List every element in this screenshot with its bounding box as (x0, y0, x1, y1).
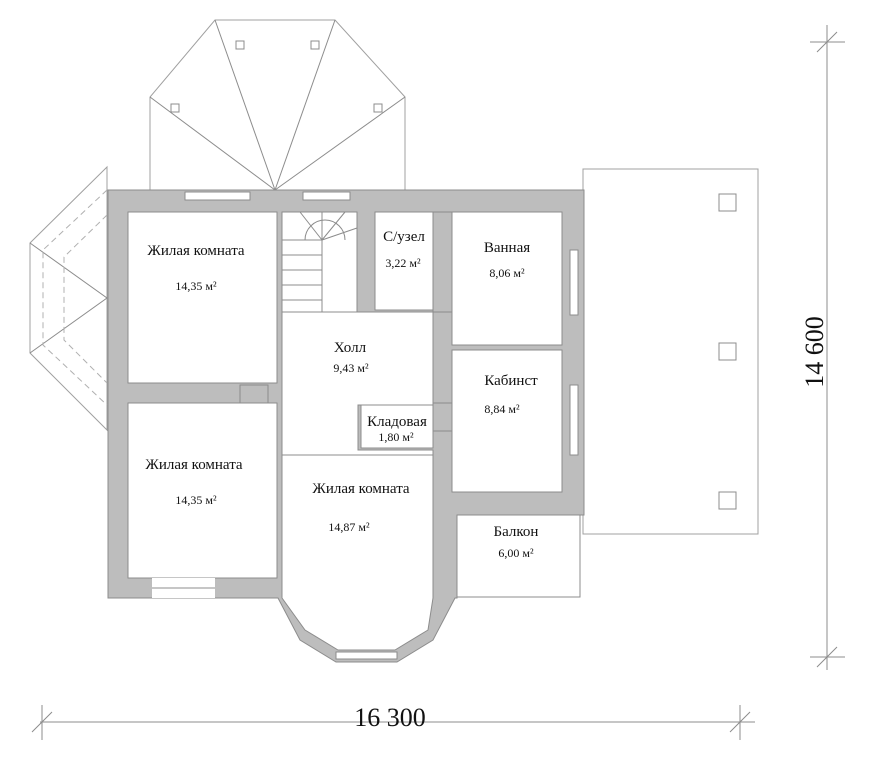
room-area: 14,87 м² (328, 520, 370, 534)
windows (184, 191, 581, 660)
width-label: 16 300 (354, 703, 426, 732)
right-roof (582, 168, 759, 535)
room-area: 8,06 м² (489, 266, 525, 280)
room-area: 8,84 м² (484, 402, 520, 416)
room-label: Балкон (494, 524, 539, 540)
room-label: Жилая комната (147, 243, 245, 259)
room-label: Жилая комната (312, 481, 410, 497)
room-area: 6,00 м² (498, 546, 534, 560)
height-label: 14 600 (800, 316, 829, 388)
room-area: 9,43 м² (333, 361, 369, 375)
room-area: 3,22 м² (385, 256, 421, 270)
top-bay-roof (149, 19, 406, 191)
room-labels: Жилая комната 14,35 м² Жилая комната 14,… (145, 229, 538, 560)
room-area: 1,80 м² (378, 430, 414, 444)
room-area: 14,35 м² (175, 279, 217, 293)
height-dimension: 14 600 (800, 25, 845, 670)
room-area: 14,35 м² (175, 493, 217, 507)
room-label: Холл (334, 340, 367, 356)
room-label: Жилая комната (145, 457, 243, 473)
room-label: С/узел (383, 229, 425, 245)
width-dimension: 16 300 (31, 703, 755, 740)
room-label: Ванная (484, 240, 530, 256)
left-bay-roof (29, 165, 108, 432)
room-label: Кабинст (484, 373, 538, 389)
room-label: Кладовая (367, 414, 427, 430)
rooms (127, 211, 581, 651)
staircase (282, 211, 358, 312)
